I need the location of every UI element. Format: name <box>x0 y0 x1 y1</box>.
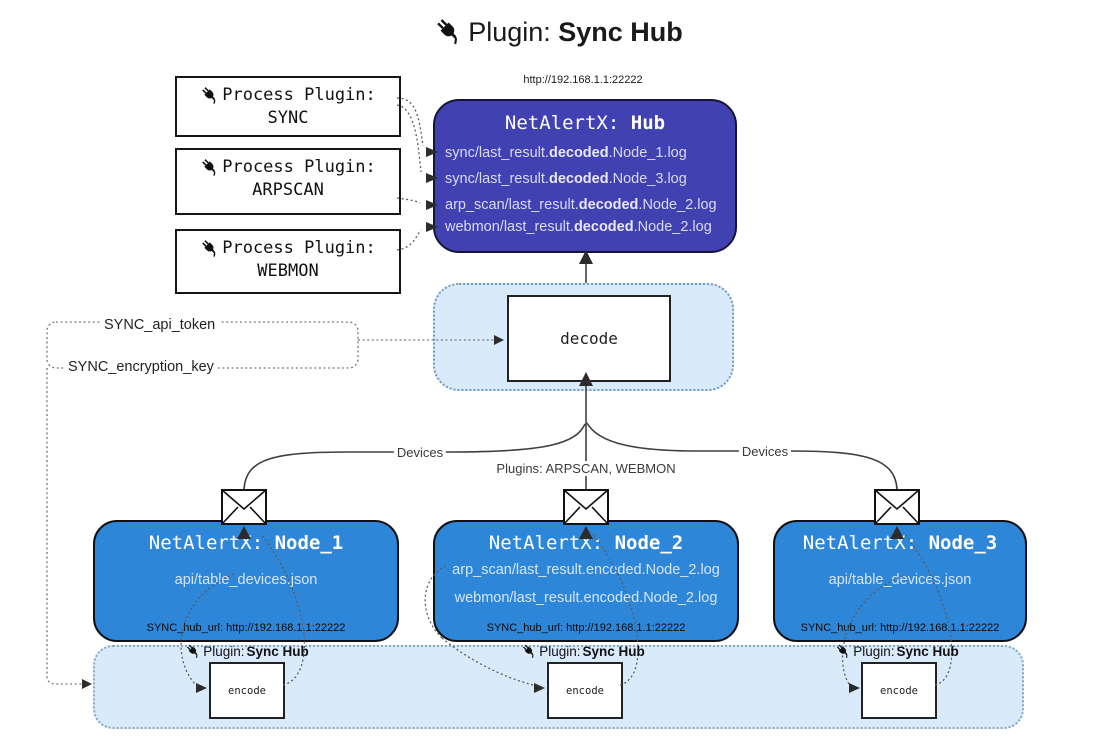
node-title: NetAlertX: Node_2 <box>488 532 684 554</box>
band-plugin-label: Plugin: Sync Hub <box>185 643 309 659</box>
hub-title: NetAlertX: Hub <box>435 112 735 134</box>
hub-box: NetAlertX: Hub sync/last_result.decoded.… <box>433 99 737 253</box>
plug-icon <box>185 643 202 659</box>
devices-edge-label-right: Devices <box>738 444 792 459</box>
process-plugin-label: Process Plugin: <box>222 157 376 177</box>
sync-encryption-key-label: SYNC_encryption_key <box>64 359 218 375</box>
node-hub-url: SYNC_hub_url: http://192.168.1.1:22222 <box>146 622 346 634</box>
plug-icon <box>200 157 221 177</box>
hub-log-line: sync/last_result.decoded.Node_1.log <box>445 145 687 161</box>
encode-box: encode <box>209 662 285 719</box>
node-title: NetAlertX: Node_3 <box>802 532 998 554</box>
sync-api-token-label: SYNC_api_token <box>100 317 220 333</box>
hub-log-line: sync/last_result.decoded.Node_3.log <box>445 171 687 187</box>
page-title-prefix: Plugin: <box>468 17 559 47</box>
plug-icon <box>200 85 221 105</box>
plugins-edge-label: Plugins: ARPSCAN, WEBMON <box>493 461 679 476</box>
devices-edge-label-left: Devices <box>393 445 447 460</box>
plug-icon <box>434 16 465 46</box>
hub-title-prefix: NetAlertX: <box>504 112 631 134</box>
hub-log-line: arp_scan/last_result.decoded.Node_2.log <box>445 197 717 213</box>
decode-label: decode <box>560 329 618 348</box>
encode-box: encode <box>547 662 623 719</box>
process-plugin-box-sync: Process Plugin: SYNC <box>175 76 401 137</box>
decode-box: decode <box>507 295 671 382</box>
plug-icon <box>521 643 538 659</box>
plug-icon <box>835 643 852 659</box>
node-file-line: arp_scan/last_result.encoded.Node_2.log <box>452 562 720 578</box>
page-title-name: Sync Hub <box>558 17 683 47</box>
node-file-line: api/table_devices.json <box>828 572 972 588</box>
node-box-node2: NetAlertX: Node_2 arp_scan/last_result.e… <box>433 520 739 642</box>
node-file-line: api/table_devices.json <box>174 572 318 588</box>
process-plugin-box-arpscan: Process Plugin: ARPSCAN <box>175 148 401 215</box>
process-plugin-box-webmon: Process Plugin: WEBMON <box>175 229 401 294</box>
process-plugin-name: ARPSCAN <box>252 180 324 200</box>
process-plugin-name: WEBMON <box>257 261 319 281</box>
plug-icon <box>200 238 221 258</box>
envelope-icon <box>563 489 609 525</box>
band-plugin-label: Plugin: Sync Hub <box>835 643 959 659</box>
process-plugin-label: Process Plugin: <box>222 238 376 258</box>
envelope-icon <box>221 489 267 525</box>
page-title: Plugin: Sync Hub <box>0 16 1117 48</box>
node-hub-url: SYNC_hub_url: http://192.168.1.1:22222 <box>486 622 686 634</box>
node-box-node3: NetAlertX: Node_3 api/table_devices.json… <box>773 520 1027 642</box>
envelope-icon <box>874 489 920 525</box>
node-file-line: webmon/last_result.encoded.Node_2.log <box>454 590 718 606</box>
hub-title-name: Hub <box>630 112 666 134</box>
process-plugin-name: SYNC <box>267 108 309 128</box>
hub-log-line: webmon/last_result.decoded.Node_2.log <box>445 219 712 235</box>
node-title: NetAlertX: Node_1 <box>148 532 344 554</box>
node-box-node1: NetAlertX: Node_1 api/table_devices.json… <box>93 520 399 642</box>
process-plugin-label: Process Plugin: <box>222 85 376 105</box>
node-hub-url: SYNC_hub_url: http://192.168.1.1:22222 <box>800 622 1000 634</box>
encode-box: encode <box>861 662 937 719</box>
band-plugin-label: Plugin: Sync Hub <box>521 643 645 659</box>
hub-url-label: http://192.168.1.1:22222 <box>523 74 643 86</box>
